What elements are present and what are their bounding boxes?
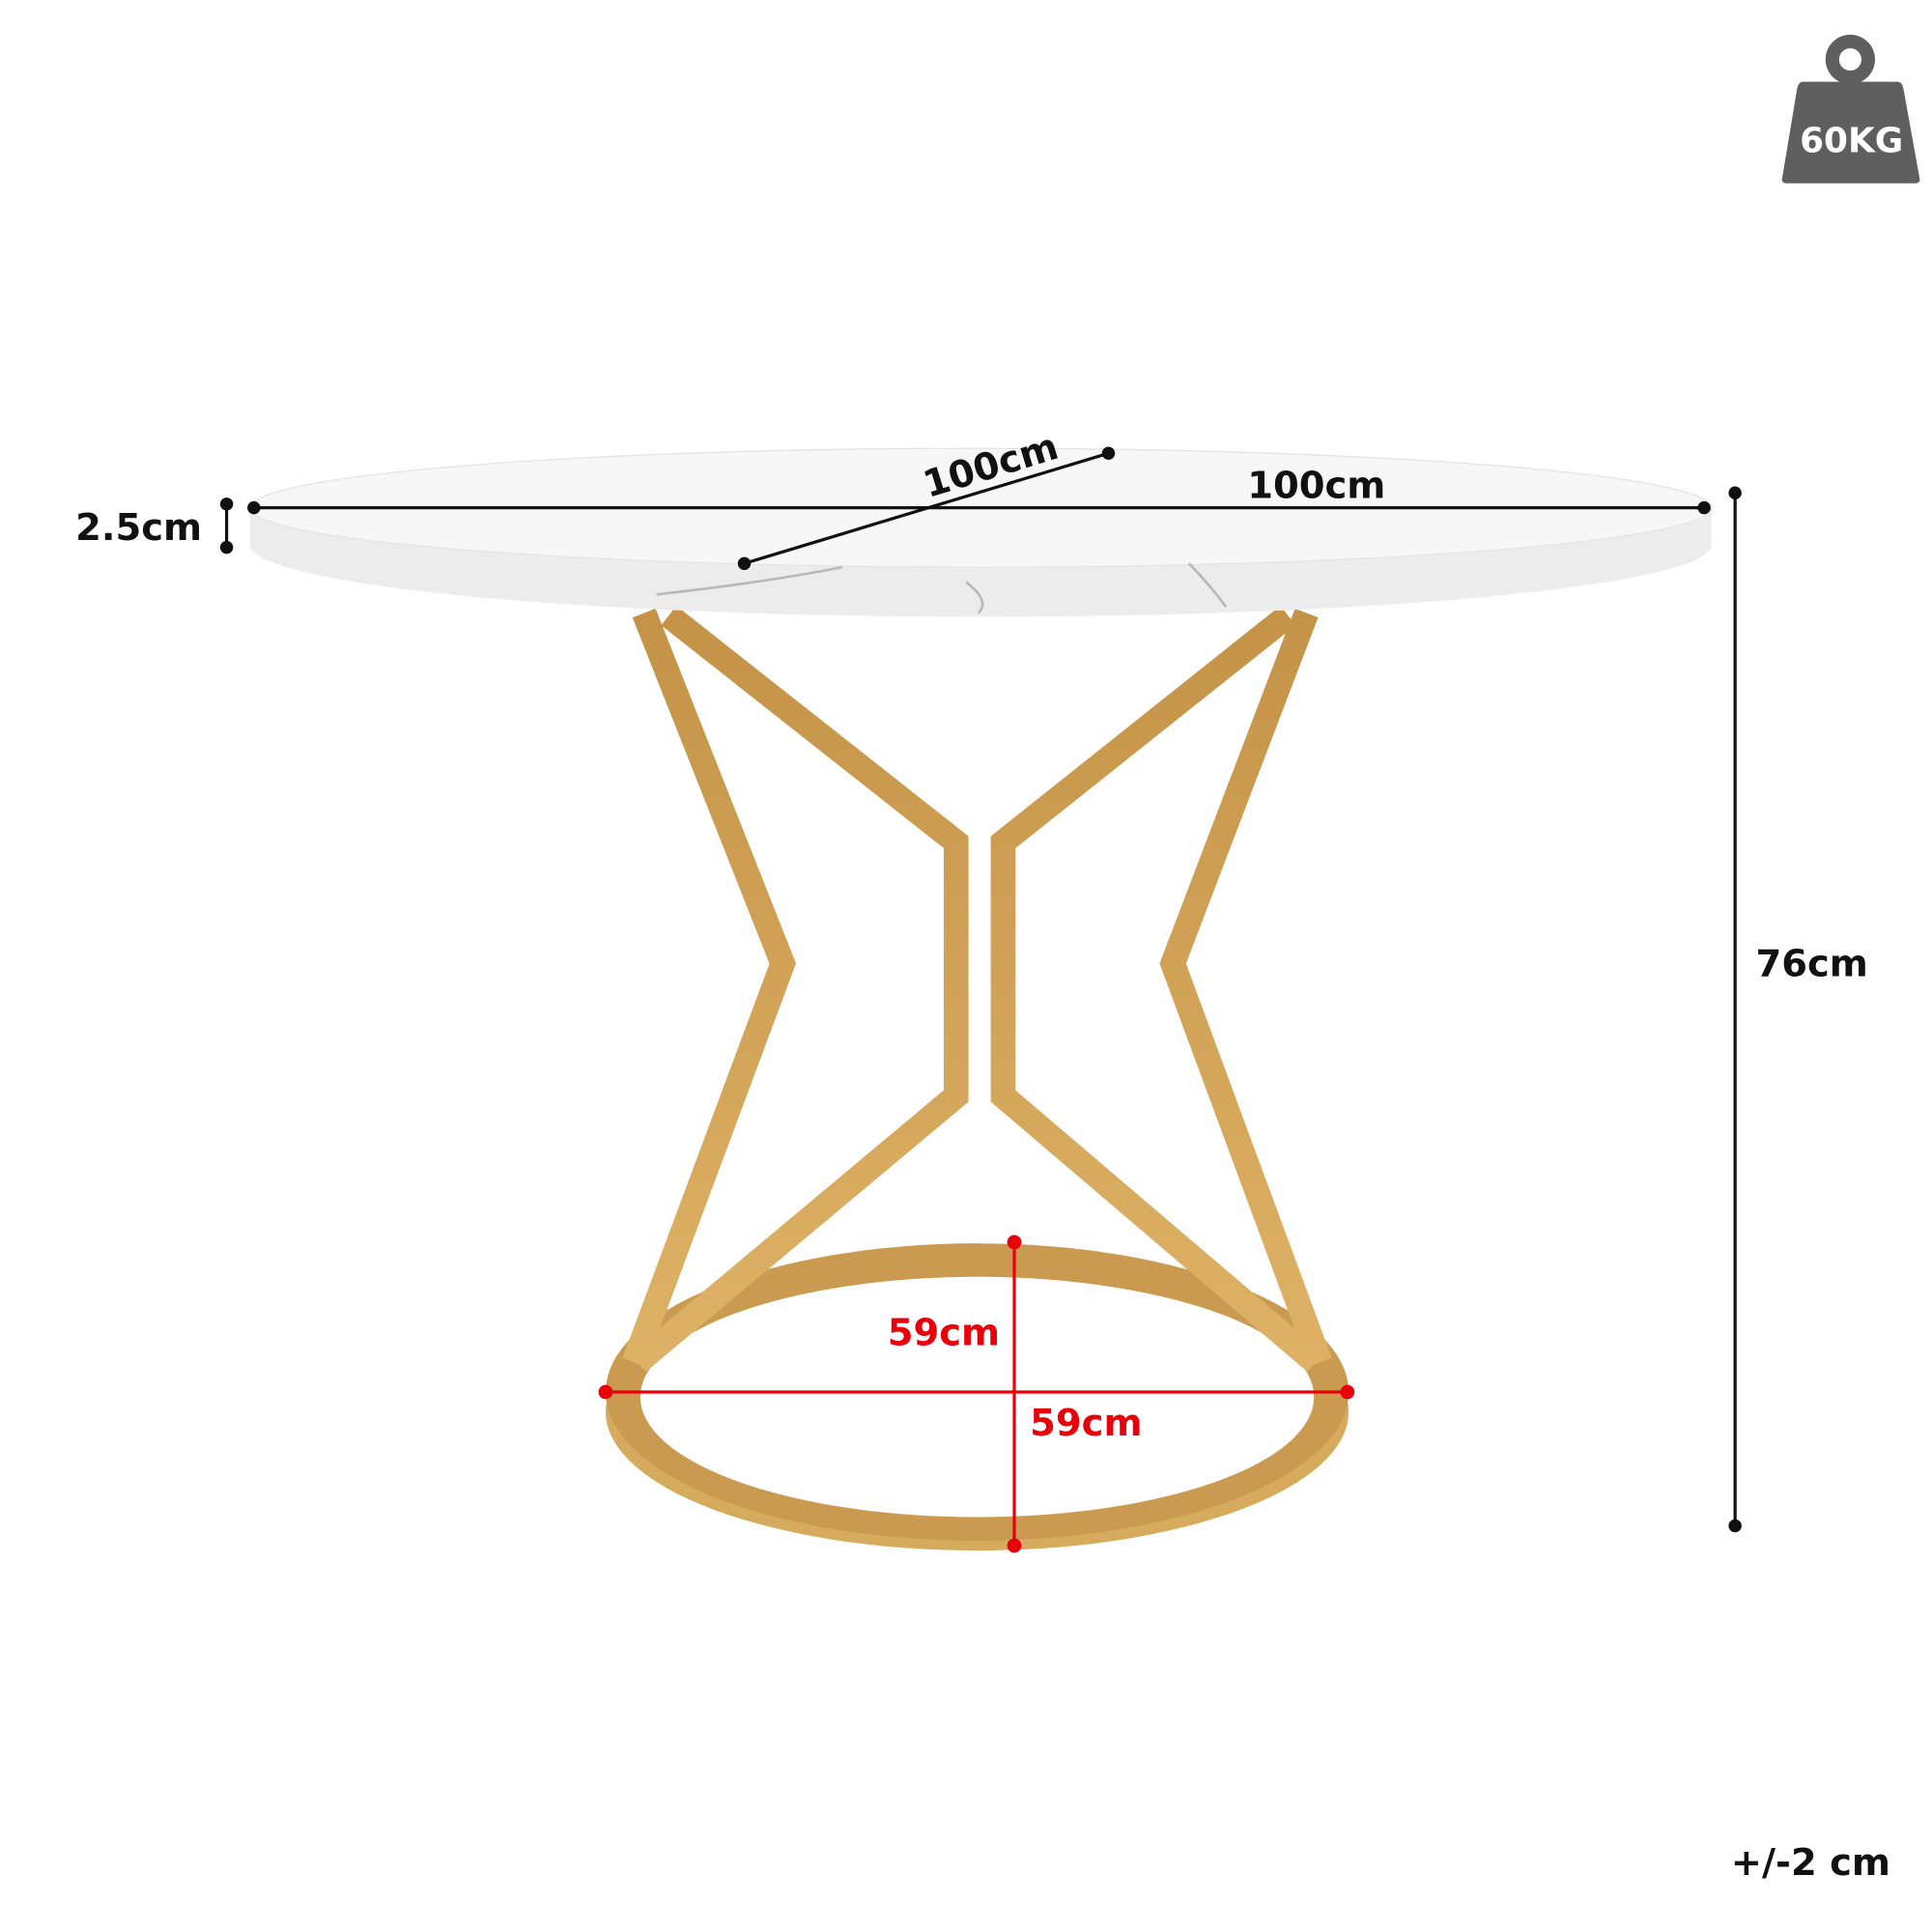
base-depth-label: 59cm bbox=[888, 1311, 1000, 1354]
weight-label: 60KG bbox=[1800, 122, 1903, 161]
height-label: 76cm bbox=[1755, 942, 1867, 985]
thickness-label: 2.5cm bbox=[75, 506, 202, 550]
weight-icon bbox=[1781, 34, 1920, 184]
gold-frame bbox=[608, 606, 1347, 1521]
tolerance-label: +/-2 cm bbox=[1731, 1841, 1890, 1885]
base-width-label: 59cm bbox=[1030, 1402, 1142, 1445]
top-width-label: 100cm bbox=[1247, 464, 1385, 507]
dimension-lines bbox=[219, 446, 1742, 1533]
base-dimension-lines bbox=[598, 1235, 1355, 1553]
